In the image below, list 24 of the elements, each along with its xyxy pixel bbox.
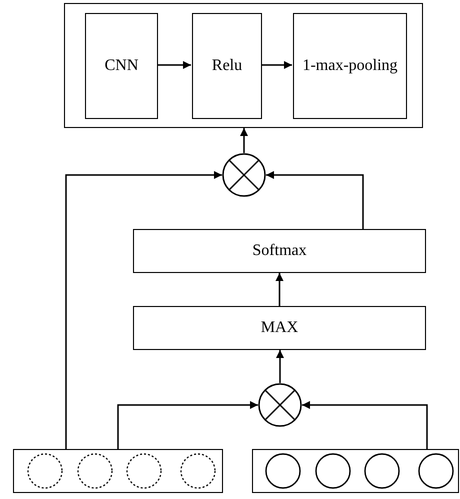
box-label: Softmax bbox=[251, 241, 308, 261]
vector-box bbox=[13, 449, 223, 493]
arrow bbox=[261, 61, 292, 69]
arrow bbox=[157, 61, 191, 69]
box-label: 1-max-pooling bbox=[301, 56, 399, 76]
arrow bbox=[240, 128, 248, 153]
vector-box bbox=[252, 449, 459, 493]
multiply-node bbox=[222, 153, 266, 197]
box-label: CNN bbox=[104, 56, 140, 76]
process-box bbox=[133, 229, 426, 273]
arrow bbox=[65, 171, 222, 449]
process-box bbox=[192, 13, 262, 119]
box-label: Relu bbox=[210, 56, 244, 76]
arrow bbox=[302, 401, 428, 449]
multiply-node bbox=[258, 383, 302, 427]
arrow bbox=[276, 273, 284, 306]
arrow bbox=[276, 350, 284, 383]
arrow bbox=[266, 171, 364, 229]
process-box bbox=[293, 13, 407, 119]
arrow bbox=[117, 401, 258, 449]
group-box bbox=[64, 3, 423, 128]
box-label: MAX bbox=[260, 318, 300, 338]
process-box bbox=[133, 306, 426, 350]
process-box bbox=[85, 13, 158, 119]
